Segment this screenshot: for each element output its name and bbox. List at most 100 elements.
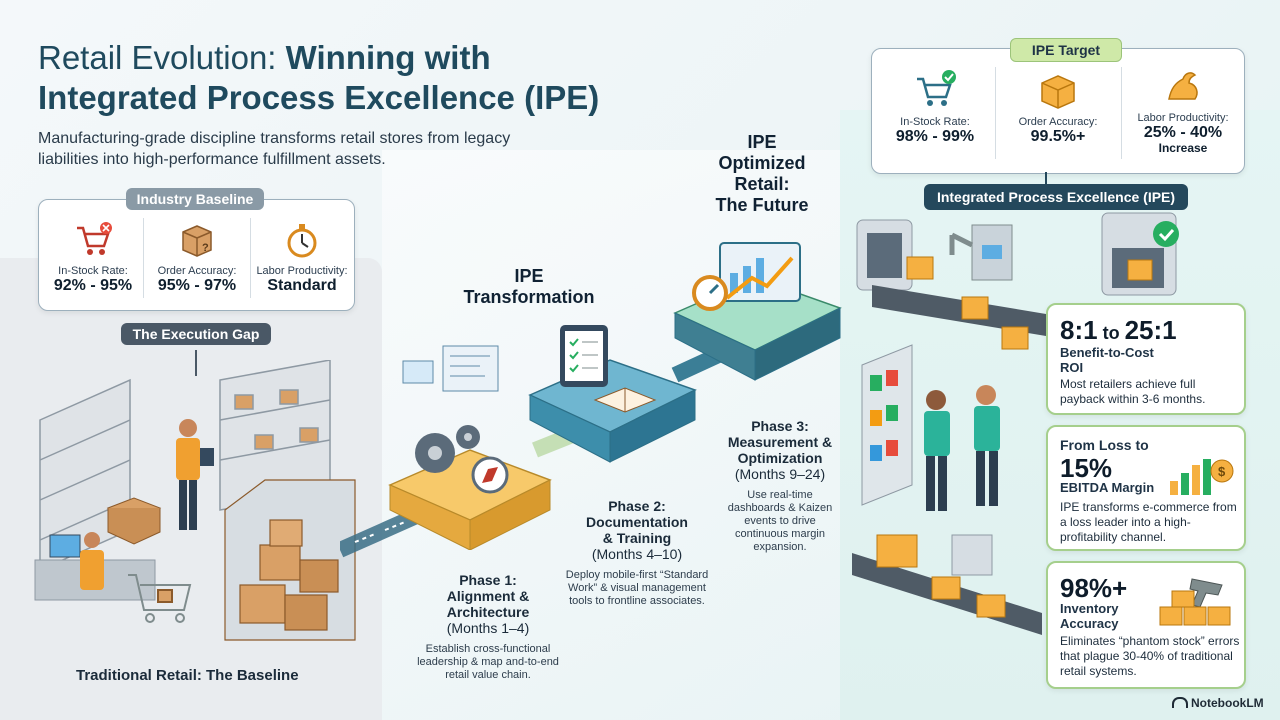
metric-value: 92% - 95%	[53, 277, 133, 294]
metric-label: In-Stock Rate:	[58, 265, 128, 277]
verified-station-icon	[1101, 212, 1179, 296]
future-title-line3: Retail:	[734, 174, 790, 194]
associate-with-tablet-icon	[924, 390, 950, 511]
phase-months: (Months 9–24)	[734, 466, 826, 482]
ipe-future-title: IPE Optimized Retail: The Future	[700, 132, 824, 216]
roi-to: to	[1097, 323, 1125, 343]
phase1-platform	[388, 425, 552, 550]
flexed-arm-icon	[1168, 72, 1198, 100]
roi-value: 8:1 to 25:1	[1060, 315, 1177, 346]
open-book-icon	[593, 387, 657, 413]
open-box-icon	[106, 497, 162, 545]
conveyor-belt-icon	[872, 256, 1052, 350]
phase-heading: Alignment &	[446, 588, 530, 604]
shopping-cart-check-icon	[917, 70, 956, 106]
phase2-platform	[528, 325, 697, 463]
phase1-text: Phase 1: Alignment & Architecture (Month…	[408, 572, 568, 682]
metric-value: Standard	[267, 277, 337, 294]
metric-value: 99.5%+	[1030, 128, 1086, 145]
roi-label-line2: ROI	[1060, 360, 1084, 375]
phase-description: Establish cross-functional leadership & …	[417, 643, 559, 681]
roi-description: Most retailers achieve full payback with…	[1060, 377, 1206, 406]
ebitda-stat-card: From Loss to 15% EBITDA Margin $ IPE tra…	[1046, 425, 1246, 551]
page-subtitle: Manufacturing-grade discipline transform…	[38, 130, 511, 168]
growth-bars-dollar-icon: $	[1170, 459, 1234, 495]
brand-name: NotebookLM	[1191, 696, 1264, 710]
stocked-shelf-icon	[861, 344, 913, 506]
inventory-label-line2: Accuracy	[1060, 616, 1119, 631]
roi-label: Benefit-to-Cost ROI	[1060, 345, 1154, 375]
ebitda-prefix: From Loss to	[1060, 437, 1149, 453]
baseline-metrics-card: In-Stock Rate: 92% - 95% ? Order Accurac…	[38, 199, 355, 311]
phase-heading: Architecture	[446, 604, 530, 620]
divider	[250, 218, 251, 298]
metric-value: 98% - 99%	[895, 128, 975, 145]
architecture-diagram-icon	[398, 341, 508, 416]
phase-months: (Months 4–10)	[591, 546, 683, 562]
future-title-line2: Optimized	[718, 153, 806, 173]
box-icon	[1041, 75, 1075, 109]
scanner-gate-icon	[856, 219, 913, 291]
robotic-arm-icon	[949, 224, 1013, 281]
future-title-line1: IPE	[747, 132, 777, 152]
tablet-checklist-icon	[560, 325, 608, 387]
phase-description: Deploy mobile-first “Standard Work” & vi…	[565, 569, 709, 607]
shopping-cart-x-icon	[77, 222, 112, 255]
target-metric-accuracy: Order Accuracy: 99.5%+	[1000, 69, 1116, 146]
execution-gap-tag: The Execution Gap	[121, 323, 271, 345]
inventory-value: 98%+	[1060, 573, 1128, 603]
inventory-stat-card: 98%+ Inventory Accuracy Eliminates “phan…	[1046, 561, 1246, 689]
metric-value: 95% - 97%	[157, 277, 237, 294]
divider	[1121, 67, 1122, 159]
ipe-target-tag: IPE Target	[1010, 38, 1122, 62]
roi-label-line1: Benefit-to-Cost	[1060, 345, 1154, 360]
metric-value: 25% - 40%	[1143, 124, 1223, 141]
traditional-store-illustration	[34, 360, 356, 641]
outbound-conveyor-icon	[852, 534, 1042, 635]
roi-stat-card: 8:1 to 25:1 Benefit-to-Cost ROI Most ret…	[1046, 303, 1246, 415]
baseline-metric-instock: In-Stock Rate: 92% - 95%	[45, 220, 141, 295]
shopping-cart-icon	[128, 574, 192, 623]
phase-description: Use real-time dashboards & Kaizen events…	[727, 489, 833, 553]
automated-warehouse-illustration	[852, 219, 1052, 635]
barcode-scanner-boxes-icon	[1159, 578, 1231, 626]
baseline-metric-accuracy: ? Order Accuracy: 95% - 97%	[147, 220, 247, 295]
phase-heading: Phase 3:	[751, 418, 809, 434]
inventory-description: Eliminates “phantom stock” errors that p…	[1060, 634, 1240, 678]
roi-high: 25:1	[1124, 315, 1177, 345]
stockroom-boxes-icon	[224, 479, 356, 641]
ipe-target-card: In-Stock Rate: 98% - 99% Order Accuracy:…	[871, 48, 1245, 174]
divider	[143, 218, 144, 298]
banner-connector	[1045, 172, 1047, 184]
title-bold-line2: Integrated Process Excellence (IPE)	[38, 79, 600, 116]
phase-heading: Documentation	[586, 514, 688, 530]
metric-label: In-Stock Rate:	[900, 116, 970, 128]
brand-label: NotebookLM	[1172, 696, 1264, 710]
worker-with-tablet-icon	[176, 419, 214, 530]
title-bold-line1: Winning with	[285, 39, 491, 76]
ebitda-value: 15%	[1060, 453, 1113, 483]
gap-connector-line	[195, 350, 197, 376]
ebitda-label: EBITDA Margin	[1060, 480, 1155, 495]
metric-value-suffix: Increase	[1158, 141, 1208, 155]
inventory-label: Inventory Accuracy	[1060, 601, 1119, 631]
box-question-icon: ?	[182, 225, 212, 257]
target-dial-icon	[692, 275, 728, 311]
associate-icon	[974, 385, 1000, 506]
phase-months: (Months 1–4)	[446, 620, 530, 636]
metric-label: Labor Productivity:	[256, 265, 348, 277]
notebooklm-logo-icon	[1172, 697, 1188, 708]
ebitda-description: IPE transforms e-commerce from a loss le…	[1060, 500, 1237, 544]
baseline-metric-productivity: Labor Productivity: Standard	[253, 220, 351, 295]
phase-heading: & Training	[602, 530, 672, 546]
target-metric-instock: In-Stock Rate: 98% - 99%	[880, 69, 990, 146]
phase3-platform	[673, 242, 842, 381]
phase2-text: Phase 2: Documentation & Training (Month…	[562, 498, 712, 608]
stopwatch-icon	[287, 224, 317, 258]
page-title: Retail Evolution: Winning with Integrate…	[38, 38, 738, 118]
phase-heading: Phase 1:	[459, 572, 517, 588]
ipe-banner: Integrated Process Excellence (IPE)	[924, 184, 1188, 210]
future-title-line4: The Future	[715, 195, 809, 215]
phase-heading: Phase 2:	[608, 498, 666, 514]
svg-text:?: ?	[202, 242, 209, 254]
